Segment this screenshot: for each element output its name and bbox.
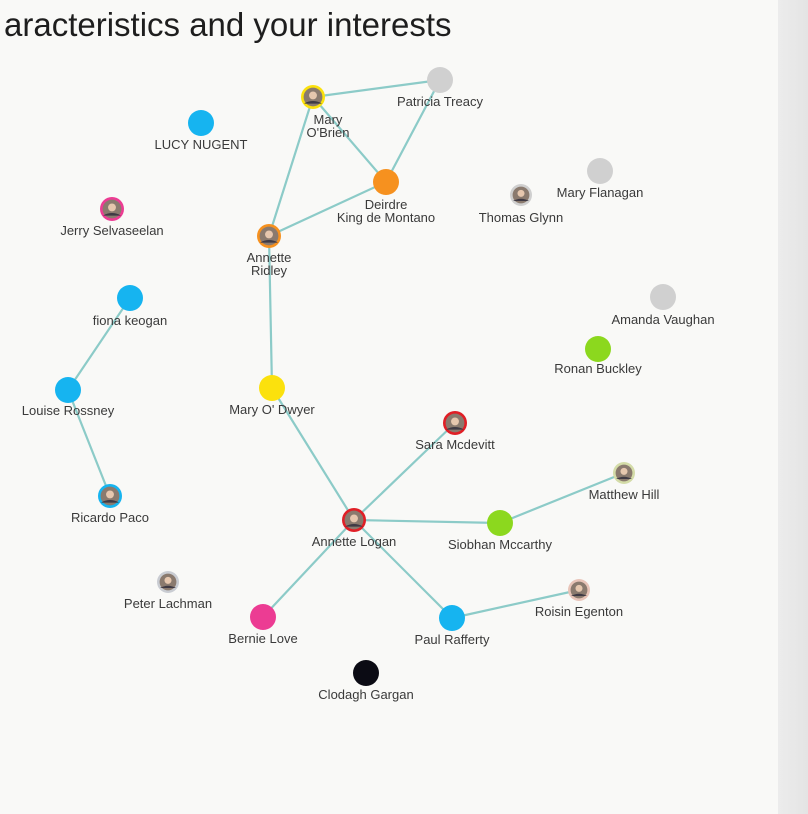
node-bernie-love[interactable]: Bernie Love xyxy=(228,604,298,646)
node-dot[interactable] xyxy=(373,169,399,195)
edge-annette-logan-sara-mcdevitt xyxy=(352,421,457,522)
edge-fiona-keogan-louise-rossney xyxy=(66,296,132,392)
node-mary-odwyer[interactable]: Mary O' Dwyer xyxy=(229,375,315,417)
node-label: Thomas Glynn xyxy=(479,210,564,225)
node-dot[interactable] xyxy=(439,605,465,631)
node-label: Jerry Selvaseelan xyxy=(60,223,163,238)
node-label: Deirdre xyxy=(365,197,408,212)
node-label: Ricardo Paco xyxy=(71,510,149,525)
avatar-photo-icon[interactable] xyxy=(257,224,281,248)
node-label: Mary Flanagan xyxy=(557,185,644,200)
edge-annette-logan-siobhan xyxy=(352,518,502,525)
node-dot[interactable] xyxy=(353,660,379,686)
node-dot[interactable] xyxy=(650,284,676,310)
node-dot[interactable] xyxy=(55,377,81,403)
node-matthew-hill[interactable]: Matthew Hill xyxy=(589,462,660,502)
edge-mary-obrien-deirdre xyxy=(311,95,388,184)
node-dot[interactable] xyxy=(487,510,513,536)
node-roisin[interactable]: Roisin Egenton xyxy=(535,579,623,619)
node-dot[interactable] xyxy=(250,604,276,630)
edges-layer xyxy=(66,78,626,620)
avatar-photo-icon[interactable] xyxy=(510,184,532,206)
avatar-photo-icon[interactable] xyxy=(100,197,124,221)
node-clodagh[interactable]: Clodagh Gargan xyxy=(318,660,414,702)
edge-paul-rafferty-roisin xyxy=(450,588,581,620)
node-dot[interactable] xyxy=(587,158,613,184)
node-siobhan[interactable]: Siobhan Mccarthy xyxy=(448,510,553,552)
node-label: Matthew Hill xyxy=(589,487,660,502)
node-label: Patricia Treacy xyxy=(397,94,483,109)
edge-annette-ridley-mary-odwyer xyxy=(267,234,274,390)
avatar-photo-icon[interactable] xyxy=(443,411,467,435)
node-mary-flanagan[interactable]: Mary Flanagan xyxy=(557,158,644,200)
node-sara-mcdevitt[interactable]: Sara Mcdevitt xyxy=(415,411,495,452)
node-label: Siobhan Mccarthy xyxy=(448,537,553,552)
node-label: O'Brien xyxy=(307,125,350,140)
edge-mary-odwyer-annette-logan xyxy=(270,386,356,522)
avatar-photo-icon[interactable] xyxy=(613,462,635,484)
node-label: Ronan Buckley xyxy=(554,361,642,376)
node-ronan-buckley[interactable]: Ronan Buckley xyxy=(554,336,642,376)
node-thomas-glynn[interactable]: Thomas Glynn xyxy=(479,184,564,225)
node-label: Amanda Vaughan xyxy=(611,312,714,327)
node-louise-rossney[interactable]: Louise Rossney xyxy=(22,377,115,418)
edge-deirdre-annette-ridley xyxy=(267,180,388,238)
node-annette-logan[interactable]: Annette Logan xyxy=(312,508,397,549)
node-label: Paul Rafferty xyxy=(415,632,490,647)
edge-annette-logan-paul-rafferty xyxy=(352,518,454,620)
edge-annette-logan-bernie-love xyxy=(261,518,356,619)
avatar-photo-icon[interactable] xyxy=(98,484,122,508)
avatar-photo-icon[interactable] xyxy=(157,571,179,593)
node-label: Annette xyxy=(247,250,292,265)
node-ricardo-paco[interactable]: Ricardo Paco xyxy=(71,484,149,525)
node-label: King de Montano xyxy=(337,210,435,225)
node-label: LUCY NUGENT xyxy=(155,137,248,152)
node-jerry[interactable]: Jerry Selvaseelan xyxy=(60,197,164,238)
node-label: Bernie Love xyxy=(228,631,297,646)
node-patricia-treacy[interactable]: Patricia Treacy xyxy=(397,67,483,109)
node-dot[interactable] xyxy=(259,375,285,401)
node-dot[interactable] xyxy=(188,110,214,136)
node-amanda-vaughan[interactable]: Amanda Vaughan xyxy=(611,284,715,327)
node-label: Annette Logan xyxy=(312,534,397,549)
node-fiona-keogan[interactable]: fiona keogan xyxy=(93,285,167,328)
node-label: Ridley xyxy=(251,263,288,278)
edge-mary-obrien-patricia-treacy xyxy=(311,78,442,99)
edge-louise-rossney-ricardo-paco xyxy=(66,388,112,498)
edge-siobhan-matthew-hill xyxy=(498,471,626,525)
right-panel-edge xyxy=(778,0,808,814)
node-label: Mary O' Dwyer xyxy=(229,402,315,417)
node-label: Roisin Egenton xyxy=(535,604,623,619)
edge-patricia-treacy-deirdre xyxy=(384,78,442,184)
edge-mary-obrien-annette-ridley xyxy=(267,95,315,238)
node-dot[interactable] xyxy=(585,336,611,362)
node-label: Louise Rossney xyxy=(22,403,115,418)
node-label: Mary xyxy=(314,112,343,127)
node-dot[interactable] xyxy=(427,67,453,93)
node-lucy-nugent[interactable]: LUCY NUGENT xyxy=(155,110,248,152)
node-label: fiona keogan xyxy=(93,313,167,328)
node-label: Peter Lachman xyxy=(124,596,212,611)
node-paul-rafferty[interactable]: Paul Rafferty xyxy=(415,605,490,647)
node-label: Clodagh Gargan xyxy=(318,687,413,702)
avatar-photo-icon[interactable] xyxy=(342,508,366,532)
avatar-photo-icon[interactable] xyxy=(301,85,325,109)
page-title: aracteristics and your interests xyxy=(4,6,452,43)
node-peter-lachman[interactable]: Peter Lachman xyxy=(124,571,212,611)
node-dot[interactable] xyxy=(117,285,143,311)
node-label: Sara Mcdevitt xyxy=(415,437,495,452)
avatar-photo-icon[interactable] xyxy=(568,579,590,601)
